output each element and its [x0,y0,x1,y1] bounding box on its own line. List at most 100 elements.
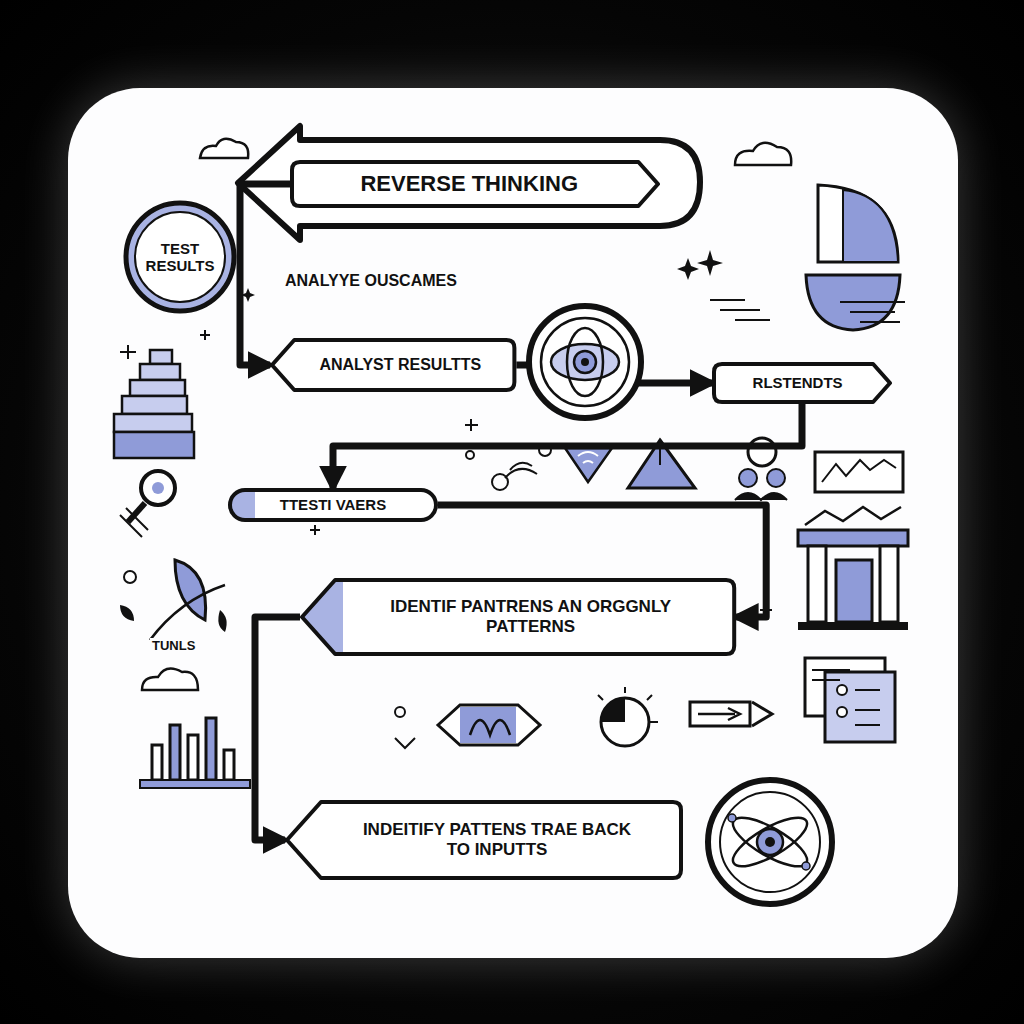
node-text: RLSTENDTS [753,374,843,391]
icon-part [141,471,175,505]
icon-part [840,301,905,303]
icon-part [140,780,250,788]
process-banner: RLSTENDTS [712,362,892,404]
title-banner: REVERSE THINKING [290,160,660,208]
icon-part [855,724,880,726]
icon-part [710,300,770,320]
icon-part [120,345,136,359]
icon-part [565,448,612,482]
node-text: TEST RESULTS [135,240,225,275]
icon-part [206,718,216,780]
icon-part [142,668,198,690]
icon-part [120,508,148,537]
process-banner: IDENTIF PANTRENS AN ORGGNLY PATTERNS [300,578,736,656]
icon-part [188,735,198,780]
icon-part [843,190,898,262]
icon-part [812,670,880,725]
node-shape [287,802,681,878]
icon-part [238,126,700,240]
icon-part [837,685,847,695]
icon-part [798,530,908,546]
icon-part [130,380,185,396]
icon-part [438,705,540,745]
icon-part [470,720,510,735]
icon-part [460,707,516,743]
process-banner: ANALYST RESULTTS [270,338,516,392]
icon-part [578,452,598,463]
icon-part [677,258,699,280]
process-banner: INDEITIFY PATTENS TRAE BACK TO INPUTTS [285,800,683,880]
icon-part [152,482,164,494]
icon-part [720,792,820,892]
icon-part [710,299,745,301]
icon-part [850,311,895,313]
icon-part [541,318,629,406]
node-shape [272,340,514,390]
icon-part [224,750,234,780]
icon-part [798,622,908,630]
icon-part [720,309,760,311]
icon-part [505,463,537,478]
icon-part [808,546,898,622]
icon-part [567,328,603,396]
icon-part [757,829,783,855]
icon-part [735,143,791,165]
icon-part [860,321,900,323]
icon-part [752,702,772,726]
icon-part [815,452,903,492]
icon-part [114,414,192,432]
icon-part [805,507,901,525]
icon-part [470,419,472,431]
icon-part [708,780,832,904]
icon-part [735,493,787,500]
icon-part [124,571,136,583]
icon-part [767,469,785,487]
icon-part [748,438,776,466]
icon-part [581,358,589,366]
icon-part [697,250,723,276]
icon-part [492,474,508,490]
node-text: ANALYST RESULTTS [319,356,481,374]
icon-part [598,687,658,722]
result-circle: TEST RESULTS [123,200,237,314]
icon-part [150,585,225,640]
icon-part [314,525,316,535]
icon-part [812,679,840,681]
icon-part [812,669,850,671]
icon-part [840,302,905,322]
node-shape [292,162,658,206]
icon-part [170,725,180,780]
icon-part [765,837,775,847]
icon-part [114,432,194,458]
icon-part [836,560,872,622]
icon-part [880,546,898,622]
icon-part [200,330,772,610]
icon-part [808,546,826,622]
icon-part [395,738,415,748]
icon-part [395,707,405,717]
icon-part [690,702,750,726]
icon-caption: TUNLS [150,638,197,653]
icon-part [739,469,757,487]
icon-part [114,350,194,458]
icon-part [122,396,187,414]
icon-part [727,809,814,875]
icon-part [855,709,880,711]
icon-part [200,139,248,158]
node-text: REVERSE THINKING [360,171,578,196]
icon-part [152,718,234,780]
icon-part [802,862,810,870]
process-bar: TTESTI VAERS [228,488,438,522]
icon-part [574,351,596,373]
node-text: IDENTIF PANTRENS AN ORGGNLY PATTERNS [366,597,696,636]
node-text: TTESTI VAERS [280,496,386,513]
icon-part [140,364,180,380]
icon-part [200,334,210,336]
icon-part [601,698,625,722]
icon-part [529,306,641,418]
circle-ring [126,203,234,311]
icon-part [818,185,898,262]
icon-part [698,708,740,720]
icon-part [855,689,880,691]
